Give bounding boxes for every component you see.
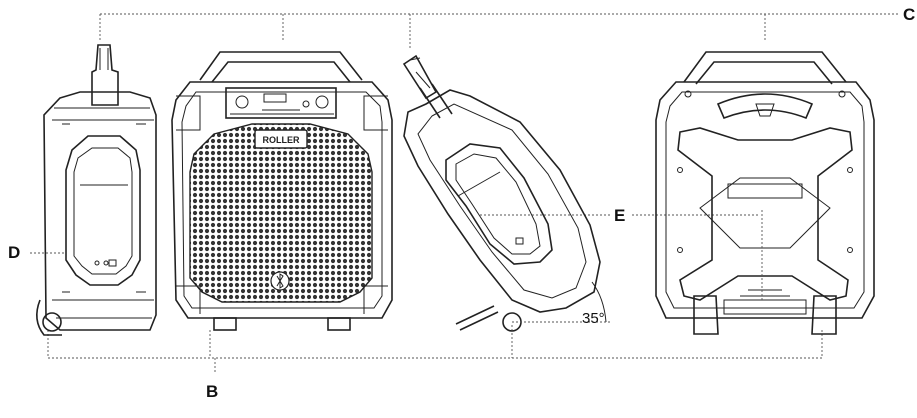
- angle-label: 35°: [582, 310, 605, 327]
- label-e: E: [614, 206, 625, 225]
- dimension-e: E: [480, 206, 760, 225]
- side-view: [36, 44, 157, 336]
- front-view: ROLLER ROLLER: [171, 51, 393, 331]
- tilted-view: 35°: [402, 54, 612, 332]
- label-b: B: [206, 382, 218, 401]
- label-c: C: [903, 5, 915, 24]
- dimension-c: C: [99, 5, 915, 50]
- brand-plate-label: ROLLER: [263, 135, 300, 145]
- speaker-grille: [189, 123, 373, 303]
- dimension-b: B: [47, 325, 823, 401]
- back-view: [655, 51, 875, 335]
- label-d: D: [8, 243, 20, 262]
- dimension-d: D: [8, 243, 65, 262]
